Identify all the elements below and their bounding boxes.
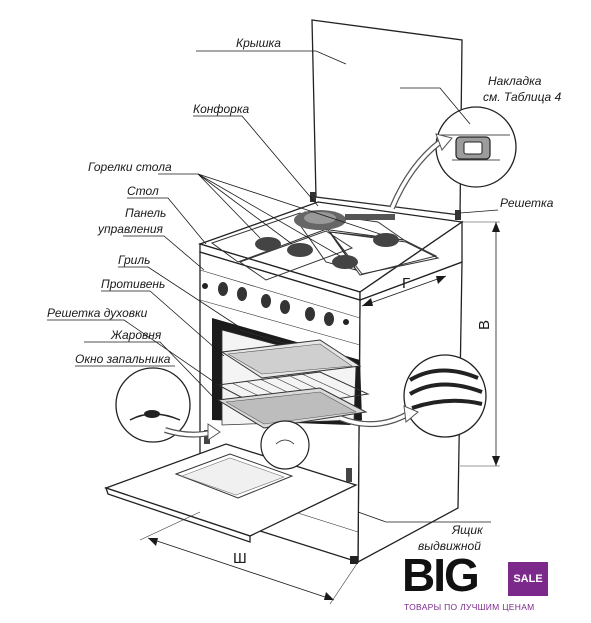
label-grill: Гриль <box>118 253 150 267</box>
burners <box>255 210 399 269</box>
dimension-width: Ш <box>233 550 247 567</box>
label-table: Стол <box>127 184 159 198</box>
label-drawer-2: выдвижной <box>418 539 481 553</box>
logo-brand: BIG <box>402 549 480 601</box>
lid <box>310 19 463 220</box>
leader-lines <box>47 50 499 523</box>
big-sale-logo: BIG SALE ТОВАРЫ ПО ЛУЧШИМ ЦЕНАМ <box>402 552 552 616</box>
trim-callout <box>435 106 517 188</box>
logo-sale-badge: SALE <box>508 562 548 596</box>
label-drawer-1: Ящик <box>451 523 484 537</box>
control-knobs <box>202 282 349 326</box>
labels: Крышка Накладка см. Таблица 4 Конфорка Г… <box>47 36 562 567</box>
callout-arrows <box>164 133 453 441</box>
label-grate: Решетка <box>500 196 554 210</box>
label-hob-burners: Горелки стола <box>88 160 172 174</box>
label-trim-ref: см. Таблица 4 <box>483 90 562 104</box>
logo-tagline: ТОВАРЫ ПО ЛУЧШИМ ЦЕНАМ <box>404 602 535 612</box>
label-panel-2: управления <box>97 222 164 236</box>
label-ignition-window: Окно запальника <box>75 352 171 366</box>
ignition-window-callout <box>115 367 191 443</box>
dimension-depth: Г <box>402 275 410 292</box>
grate-callout <box>403 354 487 438</box>
label-oven-rack: Решетка духовки <box>47 306 148 320</box>
label-burner: Конфорка <box>193 102 250 116</box>
dimension-lines <box>139 221 500 605</box>
oven-rack-callout <box>260 420 310 470</box>
label-trim: Накладка <box>488 74 542 88</box>
label-roaster: Жаровня <box>110 328 162 342</box>
dimension-height: В <box>476 320 493 330</box>
label-tray: Противень <box>101 277 165 291</box>
oven-cavity <box>212 318 370 429</box>
label-panel-1: Панель <box>125 206 166 220</box>
label-lid: Крышка <box>236 36 281 50</box>
